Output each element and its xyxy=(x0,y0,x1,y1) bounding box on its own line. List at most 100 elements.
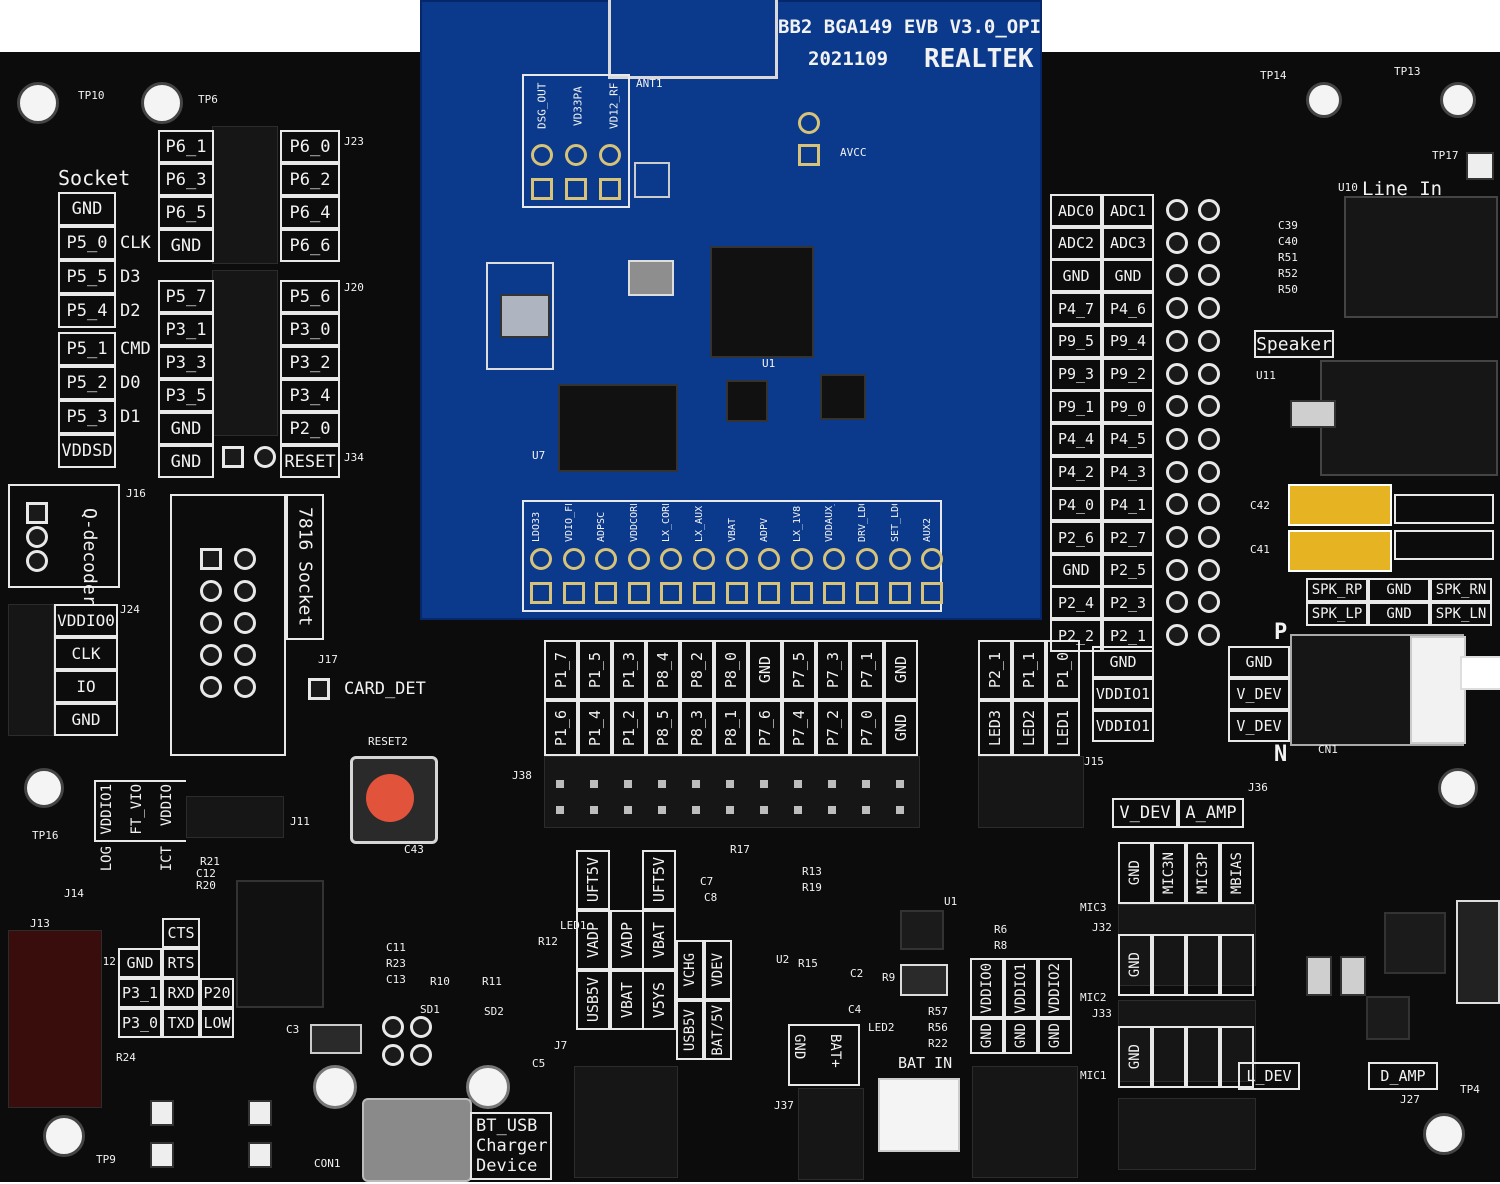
power-pin-text: VBAT xyxy=(618,981,636,1019)
speaker-connector-plug[interactable] xyxy=(1410,636,1466,744)
j15-bottom-pin: LED3 xyxy=(978,700,1012,756)
module-pin-label: DRV_LD0 xyxy=(858,504,868,542)
j20-left-pin: GND xyxy=(158,412,214,445)
adc-left-pin-text: P4_2 xyxy=(1057,463,1095,482)
power-pin: VADP xyxy=(576,910,610,970)
pin-header xyxy=(8,604,54,736)
mic-mid-pin: GND xyxy=(1118,934,1152,996)
socket-pin-text: VDDSD xyxy=(61,441,113,461)
socket-pin-text: P5_1 xyxy=(66,339,108,359)
j38-top-pin-text: P8_4 xyxy=(654,651,672,689)
module-pin-label: AUX2 xyxy=(923,517,934,542)
line-in-jack[interactable] xyxy=(1344,196,1498,318)
header-pin xyxy=(556,806,564,814)
adc-right-pin-text: P2_5 xyxy=(1109,561,1147,580)
pwr-col-pin: VDDIO1 xyxy=(1092,678,1154,710)
power-pin: VCHG xyxy=(676,940,704,1000)
spk-bottom-pin: SPK_LN xyxy=(1430,602,1492,626)
j20-right-pin-text: P3_2 xyxy=(289,352,331,373)
socket-pad xyxy=(234,676,256,698)
vddio-pin: VDDIO1 xyxy=(1004,958,1038,1018)
device-label: Device xyxy=(476,1156,538,1176)
power-pin-text: BAT/5V xyxy=(710,1004,726,1056)
pad xyxy=(599,178,621,200)
speaker-label: Speaker xyxy=(1256,333,1332,355)
r8-label: R8 xyxy=(994,939,1008,952)
adc-pad xyxy=(1198,493,1220,516)
led2-label: LED2 xyxy=(868,1021,895,1034)
pin-label: VD33PA xyxy=(571,86,585,126)
usb-connector[interactable] xyxy=(362,1098,472,1182)
j38-bottom-pin-text: P8_5 xyxy=(654,709,672,747)
c2-label: C2 xyxy=(850,967,864,980)
p-label: P xyxy=(1274,620,1288,645)
adc-right-pin: P9_4 xyxy=(1102,324,1154,358)
j23-left-pin: P6_1 xyxy=(158,130,214,163)
r22-label: R22 xyxy=(928,1037,948,1050)
r21-label: R21 xyxy=(200,855,220,868)
vddio-pin-text: VDDIO2 xyxy=(1047,962,1063,1014)
mic-low-pin xyxy=(1220,1026,1254,1088)
line-in-label: Line In xyxy=(1362,178,1443,200)
speaker-jack[interactable] xyxy=(1320,360,1498,476)
r19-label: R19 xyxy=(802,881,822,894)
j38-bottom-pin: P8_1 xyxy=(714,700,748,756)
j38-bottom-pin: P7_0 xyxy=(850,700,884,756)
reset2-button[interactable] xyxy=(366,774,414,822)
mounting-hole xyxy=(1440,82,1476,118)
adc-pad xyxy=(1166,460,1188,483)
j38-top-pin: P1_7 xyxy=(544,640,578,700)
j20-left-pin-text: P5_7 xyxy=(165,286,207,307)
codec-ic xyxy=(1384,912,1446,974)
socket-fn: D2 xyxy=(120,301,141,321)
power-pin: BAT/5V xyxy=(704,1000,732,1060)
j20-right-pin: P3_0 xyxy=(280,313,340,346)
mic2-label: MIC2 xyxy=(1080,991,1107,1004)
spk-bottom-pin-text: SPK_LN xyxy=(1435,606,1487,622)
j38-top-pin: P1_5 xyxy=(578,640,612,700)
pwr-col-pin-text: VDDIO1 xyxy=(1095,717,1151,735)
v-dev-label: V_DEV xyxy=(1119,803,1171,823)
pad xyxy=(565,144,587,166)
adc-pad xyxy=(1198,264,1220,287)
module-pad xyxy=(595,582,618,604)
mic-top-pin-text: MBIAS xyxy=(1229,851,1245,895)
socket-fn: CLK xyxy=(120,233,151,253)
pin-header xyxy=(574,1066,678,1178)
adc-left-pin-text: ADC2 xyxy=(1057,234,1095,253)
j15-top-pin-text: P1_1 xyxy=(1020,651,1038,689)
r6-label: R6 xyxy=(994,923,1008,936)
j23-left-pin: P6_3 xyxy=(158,163,214,196)
j27-label: J27 xyxy=(1400,1093,1420,1106)
socket-pin: P5_2 xyxy=(58,366,116,400)
pad xyxy=(565,178,587,200)
socket-pad xyxy=(234,580,256,602)
mounting-hole xyxy=(313,1065,357,1109)
battery-connector[interactable] xyxy=(878,1078,960,1152)
header-pin xyxy=(862,780,870,788)
header-pin xyxy=(726,780,734,788)
pin-header xyxy=(186,796,284,838)
uart-b-text: RXD xyxy=(167,984,195,1002)
j38-top-pin-text: P7_1 xyxy=(858,651,876,689)
j38-top-pin-text: GND xyxy=(892,656,910,684)
j15-bottom-pin: LED1 xyxy=(1046,700,1080,756)
c43-label: C43 xyxy=(404,843,424,856)
u1-label: U1 xyxy=(762,357,776,370)
adc-pad xyxy=(1198,395,1220,418)
u1-center-label: U1 xyxy=(944,895,958,908)
module-pad xyxy=(660,548,683,570)
7816-socket-outline xyxy=(170,494,286,756)
j23-right-pin: P6_4 xyxy=(280,196,340,229)
j20-left-pin-text: GND xyxy=(170,451,202,472)
adc-left-pin-text: P4_7 xyxy=(1057,299,1095,318)
bt-usb-label: BT_USB xyxy=(476,1116,538,1136)
j24-label: J24 xyxy=(120,603,140,616)
j38-top-pin: P7_5 xyxy=(782,640,816,700)
adc-left-pin-text: P2_6 xyxy=(1057,528,1095,547)
adc-right-pin-text: ADC3 xyxy=(1109,234,1147,253)
j38-top-pin-text: P8_0 xyxy=(722,651,740,689)
adc-right-pin: P4_6 xyxy=(1102,292,1154,326)
cap-pad-box xyxy=(1394,494,1494,524)
adc-pad xyxy=(1166,493,1188,516)
